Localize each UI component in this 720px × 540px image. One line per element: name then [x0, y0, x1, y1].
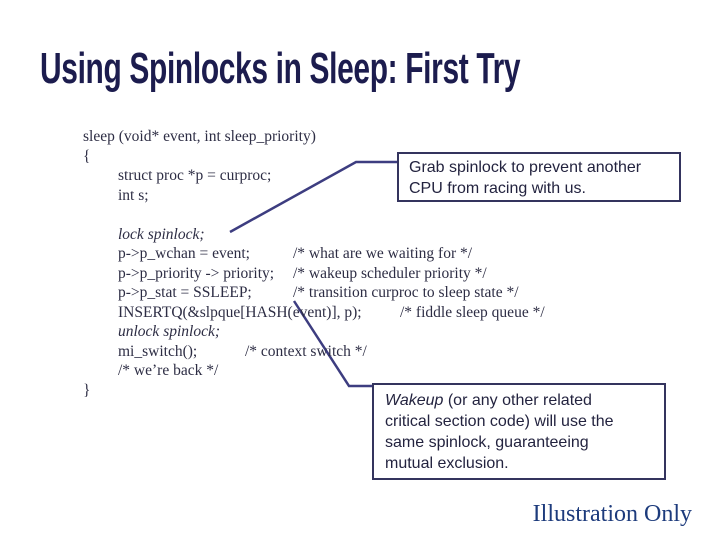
code-line: p->p_wchan = event; /* what are we waitin… [83, 245, 643, 265]
code-text: } [83, 381, 91, 399]
code-line: /* we’re back */ [83, 362, 643, 382]
code-line: mi_switch(); /* context switch */ [83, 343, 643, 363]
callout-line: Wakeup (or any other related [385, 390, 664, 411]
code-line: lock spinlock; [83, 226, 643, 246]
code-line: p->p_stat = SSLEEP; /* transition curproc… [83, 284, 643, 304]
code-text: p->p_stat = SSLEEP; [118, 284, 252, 301]
code-text: sleep (void* event, int sleep_priority) [83, 128, 316, 145]
code-line: p->p_priority -> priority; /* wakeup sche… [83, 265, 643, 285]
callout-wakeup: Wakeup (or any other related critical se… [372, 383, 666, 480]
code-text: struct proc *p = curproc; [118, 167, 272, 184]
code-line: } [83, 382, 643, 402]
code-line [83, 206, 643, 226]
code-text: int s; [118, 186, 149, 204]
callout-line: critical section code) will use the [385, 413, 614, 430]
code-text: unlock spinlock; [118, 323, 221, 340]
code-line: unlock spinlock; [83, 323, 643, 343]
code-text: INSERTQ(&slpque[HASH(event)], p); [118, 303, 362, 321]
callout-line: same spinlock, guaranteeing [385, 434, 589, 451]
slide-title: Using Spinlocks in Sleep: First Try [40, 44, 521, 93]
code-line: INSERTQ(&slpque[HASH(event)], p); /* fidd… [83, 304, 643, 324]
callout-line: mutual exclusion. [385, 455, 509, 472]
callout-lead-italic: Wakeup [385, 392, 444, 409]
code-line: int s; [83, 187, 643, 207]
code-text: mi_switch(); [118, 342, 198, 360]
code-line: { [83, 148, 643, 168]
callout-line-rest: (or any other related [443, 392, 592, 409]
code-comment: /* what are we waiting for */ [293, 245, 473, 262]
code-line: sleep (void* event, int sleep_priority) [83, 128, 643, 148]
code-comment: /* transition curproc to sleep state */ [293, 284, 519, 301]
code-text: p->p_priority -> priority; [118, 264, 275, 282]
footer-illustration-only: Illustration Only [532, 501, 692, 527]
code-text: /* we’re back */ [118, 362, 219, 379]
callout-line: CPU from racing with us. [409, 180, 586, 197]
code-text: { [83, 147, 91, 165]
code-line: struct proc *p = curproc; [83, 167, 643, 187]
callout-grab-spinlock: Grab spinlock to prevent another CPU fro… [397, 152, 681, 202]
code-comment: /* fiddle sleep queue */ [400, 303, 545, 321]
code-comment: /* context switch */ [245, 342, 367, 360]
callout-line: Grab spinlock to prevent another [409, 159, 642, 176]
code-text: lock spinlock; [118, 225, 205, 243]
code-block: sleep (void* event, int sleep_priority) … [83, 128, 643, 401]
code-text: p->p_wchan = event; [118, 245, 250, 262]
code-comment: /* wakeup scheduler priority */ [293, 264, 487, 282]
